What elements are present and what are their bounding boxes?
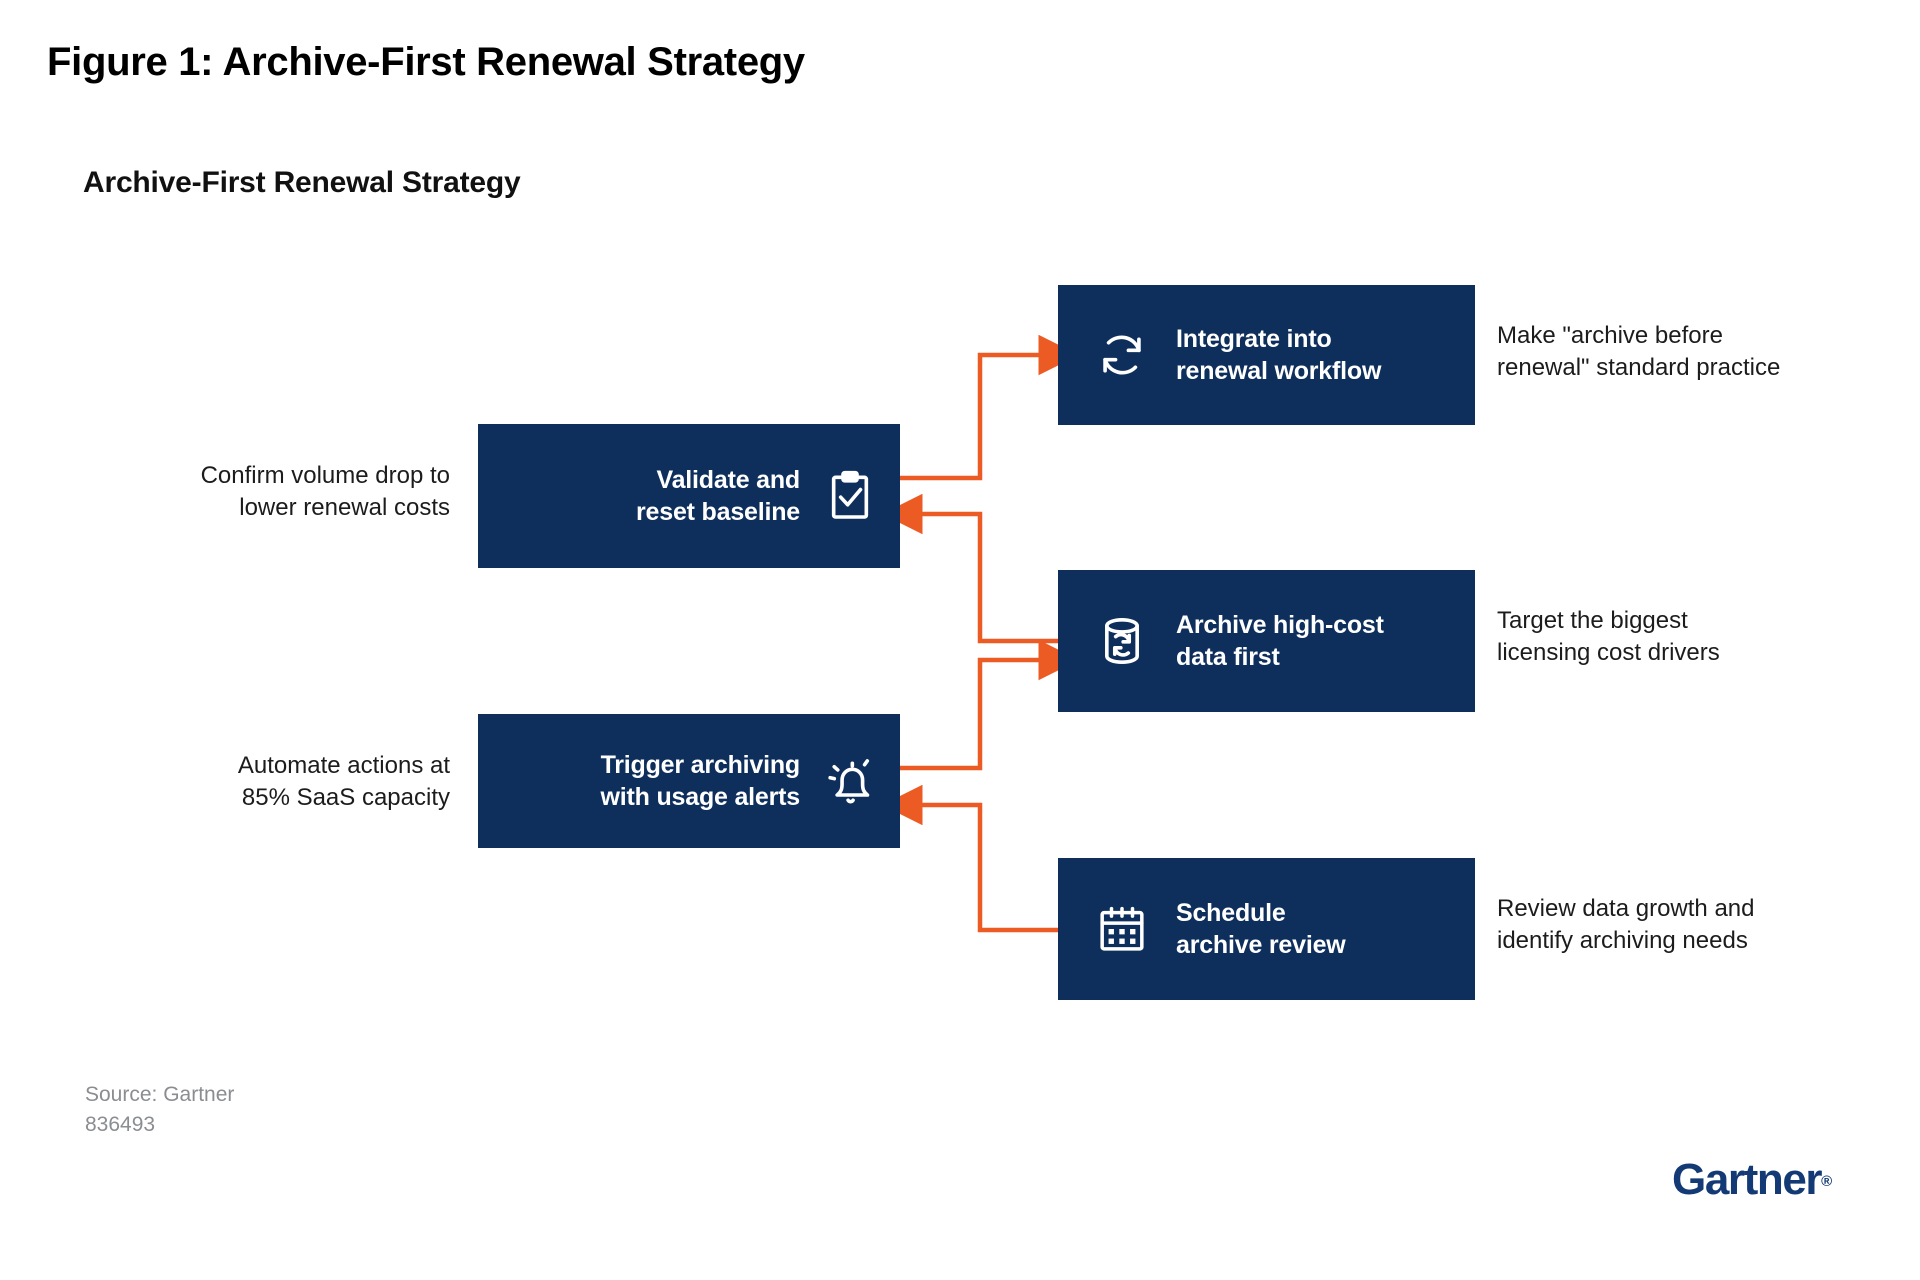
bell-alert-icon xyxy=(828,759,870,804)
connector-schedule-to-trigger xyxy=(882,784,1058,933)
figure-title: Figure 1: Archive-First Renewal Strategy xyxy=(47,40,805,84)
caption-trigger-archiving-usage-alerts: Automate actions at 85% SaaS capacity xyxy=(237,752,450,811)
registered-trademark-icon: ® xyxy=(1821,1173,1833,1190)
source-note: Source: Gartner 836493 xyxy=(85,1083,235,1137)
connector-validate-to-integrate xyxy=(900,334,1079,481)
node-integrate-renewal-workflow[interactable]: Integrate into renewal workflow xyxy=(1058,285,1475,425)
chart-title: Archive-First Renewal Strategy xyxy=(83,166,521,199)
clipboard-check-icon xyxy=(831,470,869,519)
connector-trigger-to-archive xyxy=(900,639,1079,771)
caption-validate-reset-baseline: Confirm volume drop to lower renewal cos… xyxy=(200,462,450,521)
refresh-cycle-icon xyxy=(1103,335,1141,375)
node-schedule-archive-review[interactable]: Schedule archive review xyxy=(1058,858,1475,1000)
caption-integrate-renewal-workflow: Make "archive before renewal" standard p… xyxy=(1497,322,1781,381)
caption-archive-high-cost-data: Target the biggest licensing cost driver… xyxy=(1497,607,1720,666)
gartner-logo-text: Gartner xyxy=(1672,1155,1823,1204)
connector-archive-to-validate xyxy=(882,493,1058,644)
node-label: Trigger archiving with usage alerts xyxy=(600,751,801,811)
node-validate-reset-baseline[interactable]: Validate and reset baseline xyxy=(478,424,900,568)
node-label: Archive high-cost data first xyxy=(1176,611,1384,671)
caption-schedule-archive-review: Review data growth and identify archivin… xyxy=(1497,895,1755,954)
node-label: Validate and reset baseline xyxy=(636,466,800,526)
database-sync-icon xyxy=(1105,617,1139,665)
calendar-icon xyxy=(1100,906,1144,951)
node-trigger-archiving-usage-alerts[interactable]: Trigger archiving with usage alerts xyxy=(478,714,900,848)
node-label: Integrate into renewal workflow xyxy=(1176,325,1382,385)
gartner-logo: Gartner® xyxy=(1672,1155,1832,1205)
node-label: Schedule archive review xyxy=(1176,899,1346,959)
node-archive-high-cost-data[interactable]: Archive high-cost data first xyxy=(1058,570,1475,712)
